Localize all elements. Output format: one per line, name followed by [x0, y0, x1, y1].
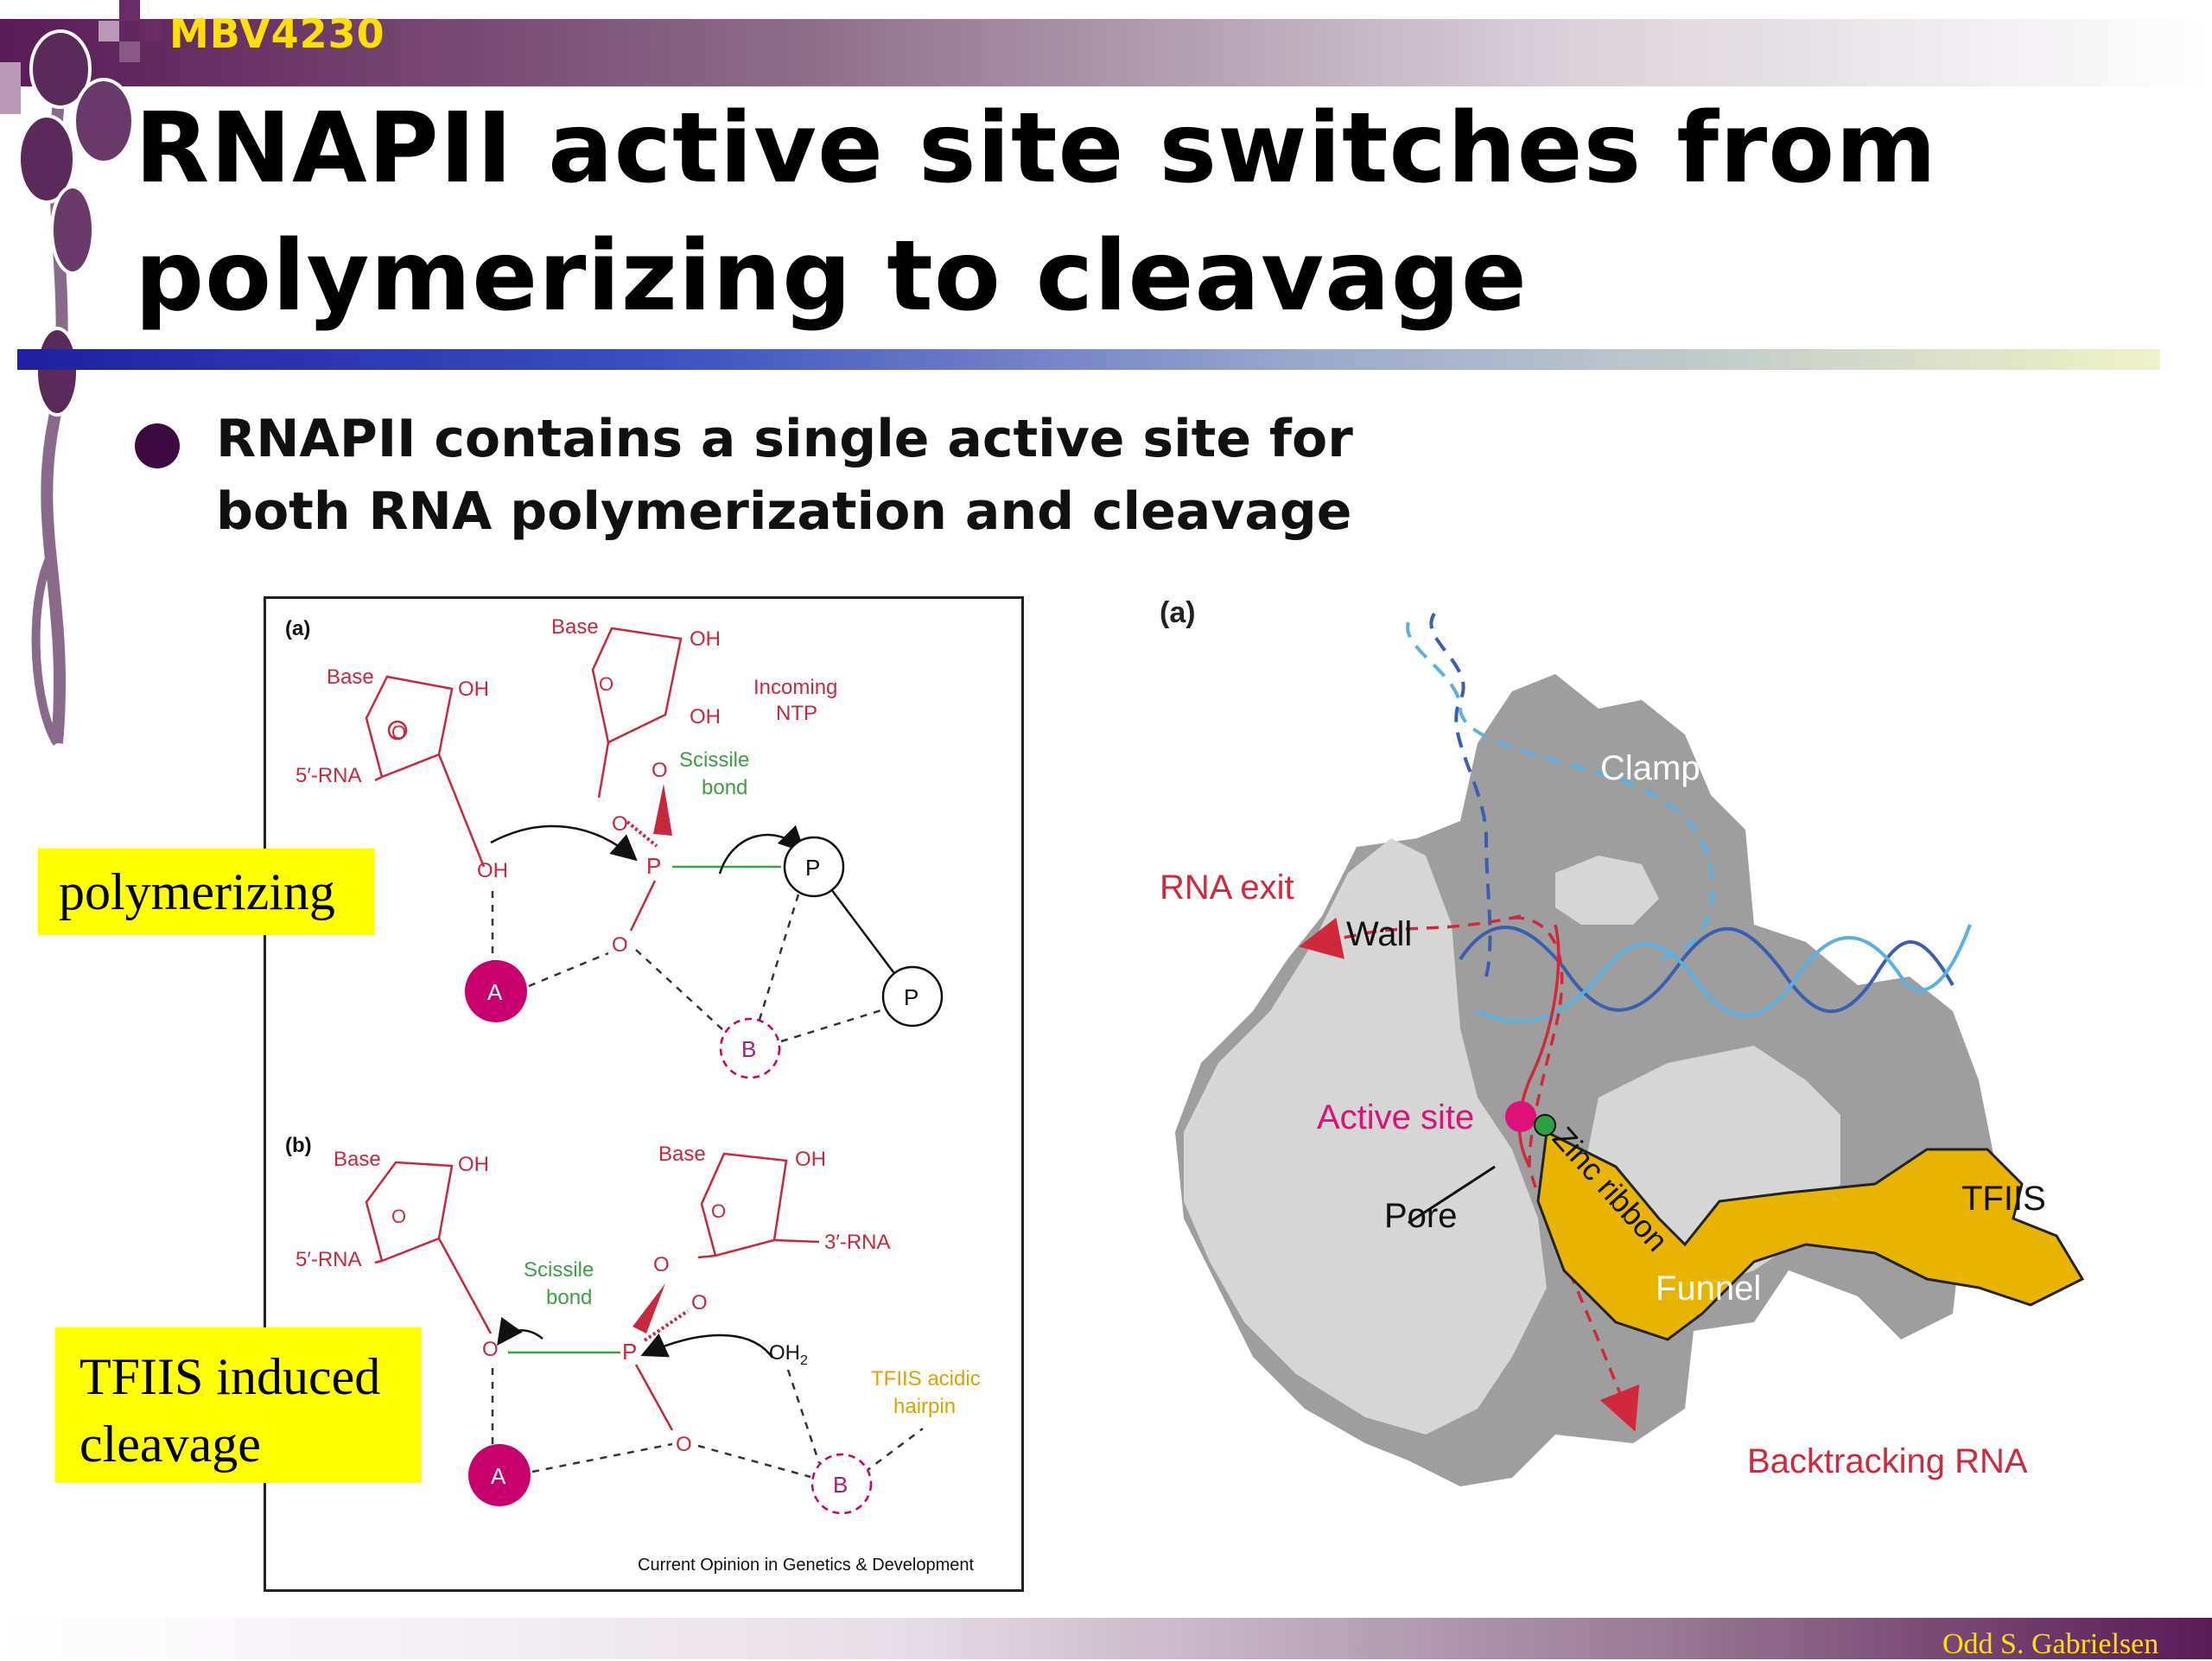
o-label: O [691, 1291, 708, 1314]
bullet-text: RNAPII contains a single active site for… [216, 409, 1353, 542]
base-label: Base [334, 1148, 381, 1171]
wall-label: Wall [1346, 915, 1412, 953]
base-label: Base [327, 665, 374, 689]
o-label: O [599, 673, 613, 695]
tfiis-shape [1536, 1130, 2085, 1341]
scissile-bond-line1: Scissile [524, 1258, 594, 1282]
rna5-label: 5′-RNA [296, 1248, 362, 1271]
metal-a-circle [465, 960, 527, 1022]
tfiis-label: TFIIS [1961, 1180, 2046, 1218]
incoming-ntp-line2: NTP [776, 702, 817, 725]
scissile-bond-line1: Scissile [679, 748, 749, 772]
oh-label: OH [458, 1153, 489, 1176]
title-underline [17, 349, 2160, 370]
author-name: Odd S. Gabrielsen [1942, 1628, 2159, 1660]
wall-region [1184, 838, 1547, 1435]
scissile-bond-line2: bond [546, 1286, 592, 1309]
o-label: O [612, 812, 628, 836]
metal-a-label: A [487, 979, 503, 1005]
tfiis-hairpin-line1: TFIIS acidic [871, 1367, 981, 1391]
metal-b-label: B [833, 1472, 848, 1498]
oh-label: OH [795, 1148, 826, 1171]
scissile-bond-line2: bond [702, 776, 747, 799]
p-label: P [805, 855, 820, 881]
bead-chain-decoration [0, 0, 161, 746]
metal-a-label: A [491, 1463, 506, 1489]
rna-exit-label: RNA exit [1160, 869, 1294, 907]
panel-a-label: (a) [285, 617, 310, 640]
o-label: O [676, 1433, 692, 1456]
tfiis-hairpin-line2: hairpin [893, 1395, 956, 1418]
active-site-marker [1505, 1101, 1536, 1132]
bullet-icon [135, 423, 180, 468]
mechanism-figure: (a) Base OH 5′-RNA O OH Base OH OH O Inc… [264, 596, 1024, 1592]
polymerizing-label: polymerizing [38, 849, 375, 935]
clamp-label: Clamp [1600, 749, 1700, 787]
cleavage-label: TFIIS induced cleavage [55, 1327, 422, 1483]
incoming-ntp-line1: Incoming [753, 676, 837, 699]
structure-panel-label: (a) [1160, 596, 1196, 629]
oh-label: OH [477, 859, 508, 882]
metal-b-circle [810, 1453, 873, 1515]
o-label: O [391, 1206, 406, 1227]
course-code: MBV4230 [169, 10, 385, 57]
panel-b-label: (b) [285, 1134, 312, 1157]
base-label: Base [658, 1142, 706, 1166]
header-bar [0, 19, 2212, 86]
o-label: O [612, 933, 628, 957]
o-label: O [391, 722, 406, 743]
mechanism-diagram: (a) Base OH 5′-RNA O OH Base OH OH O Inc… [285, 615, 981, 1575]
metal-a-circle [468, 1444, 531, 1506]
metal-b-label: B [741, 1036, 756, 1062]
p-label: P [646, 853, 661, 879]
oh2-label: OH2 [769, 1341, 808, 1368]
o-label: O [482, 1338, 499, 1361]
base-label: Base [551, 615, 599, 639]
active-site-label: Active site [1317, 1098, 1474, 1136]
rna3-label: 3′-RNA [824, 1231, 891, 1254]
oh-label: OH [690, 705, 721, 729]
pore-label: Pore [1384, 1197, 1458, 1235]
backtracking-label: Backtracking RNA [1747, 1442, 2028, 1480]
o-label: O [652, 759, 668, 782]
footer-bar [0, 1618, 2212, 1659]
o-label: O [711, 1200, 726, 1222]
rna5-label: 5′-RNA [296, 764, 362, 787]
o-label: O [653, 1253, 670, 1276]
figure-credit: Current Opinion in Genetics & Developmen… [638, 1556, 975, 1575]
funnel-label: Funnel [1656, 1270, 1761, 1308]
slide-title: RNAPII active site switches from polymer… [135, 92, 1937, 333]
oh-label: OH [458, 678, 489, 701]
p-label: P [904, 984, 918, 1010]
p-label: P [622, 1339, 637, 1365]
oh-label: OH [690, 627, 721, 651]
metal-b-circle [719, 1017, 781, 1079]
rnapii-structure-figure: (a) Clamp RNA exit Wall Active site Pore… [1160, 596, 2085, 1486]
